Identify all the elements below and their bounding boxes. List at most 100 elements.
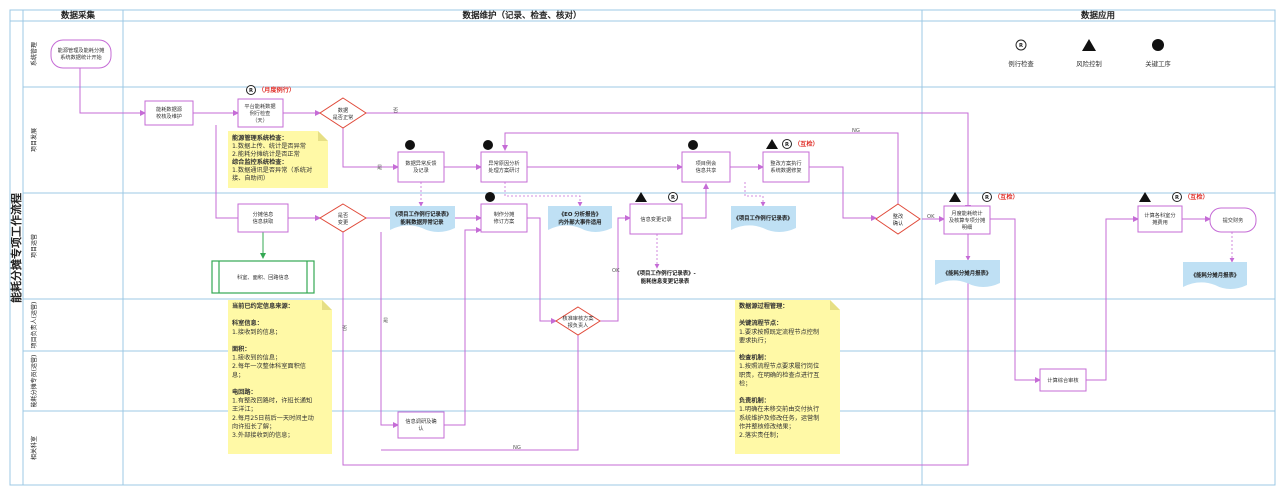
node-anomaly-a[interactable] (397, 151, 445, 183)
node-start[interactable] (50, 39, 112, 69)
node-platform-l1: 平台能耗数据 (244, 102, 275, 110)
tag-monthly: （月度例行） (258, 86, 295, 94)
doc-4-l2: 能耗信息变更记录表 (641, 277, 690, 285)
decision-rectify-ok-l2: 确认 (893, 219, 904, 227)
note-bottom-right (735, 300, 840, 454)
edge-label-no-2: 否 (342, 325, 347, 332)
note-line: 2.落实责任制； (739, 431, 782, 439)
note-line: 能源管理系统检查： (232, 134, 288, 142)
node-basic[interactable] (144, 100, 194, 126)
documents: 《项目工作例行记录表》 能耗数据异常记录 《EO 分析报告》 内外部大事件适用 … (390, 206, 1247, 289)
decision-changed-l2: 变更 (338, 218, 349, 226)
note-line: 1.数据上传、统计是否异常 (232, 142, 306, 150)
note-line: 电回路： (232, 388, 257, 396)
note-line: 接、自助间） (232, 174, 269, 182)
risk-icon (766, 139, 778, 149)
routine-glyph: R (1175, 195, 1179, 201)
routine-glyph: R (785, 142, 789, 148)
decision-changed[interactable] (319, 203, 367, 233)
node-platform[interactable] (237, 98, 284, 128)
note-line: 1.要求按照既定流程节点控制 (739, 328, 819, 336)
note-line: 1.按照流程节点要求履行岗位 (739, 362, 819, 370)
note-line: 检查机制： (739, 354, 770, 362)
routine-glyph: R (671, 195, 675, 201)
node-confirm-l2: 认 (418, 424, 424, 432)
note-line: 2.每月25日前后一天时间主动 (232, 414, 314, 422)
legend-key-label: 关键工序 (1145, 59, 1171, 68)
doc-3 (731, 206, 796, 232)
legend-routine-label: 例行检查 (1008, 59, 1034, 68)
doc-6-l1: 《能耗分摊月报表》 (1191, 271, 1240, 279)
decision-approve-l2: 报负责人 (568, 321, 589, 329)
doc-links (418, 182, 1235, 269)
lane-label-2: 项目运营 (30, 234, 38, 258)
node-review-l1: 计算综合审核 (1047, 376, 1078, 384)
decision-approve[interactable] (555, 306, 601, 336)
node-platform-l2: 例行检查 (250, 109, 271, 117)
doc-1-l2: 能耗数据异常记录 (400, 218, 444, 226)
decision-data-check-l2: 是否正常 (333, 113, 354, 121)
node-plan[interactable] (480, 203, 528, 233)
node-start-l2: 系统数据统计开始 (60, 53, 102, 61)
node-alloc-l1: 分摊信息 (253, 210, 274, 218)
node-confirm[interactable] (397, 411, 445, 439)
node-sync-l1: 项目例会 (696, 159, 717, 167)
node-plan-l2: 修订方案 (494, 217, 516, 225)
note-bottom-left-lines: 当前已约定信息来源：科室信息：1.接收到的信息；面积：1.接收到的信息；2.每年… (232, 302, 314, 439)
node-plan-l1: 制作分摊 (494, 210, 515, 218)
folder-label: 科室、面积、回路信息 (237, 273, 289, 281)
doc-2-l1: 《EO 分析报告》 (559, 210, 602, 218)
legend-routine-icon (1015, 39, 1027, 51)
lane-label-4: 能耗分摊专员(运营) (30, 355, 38, 408)
lane-label-0: 系统管理 (30, 42, 38, 66)
note-line: 要求执行； (739, 336, 770, 344)
decision-data-check[interactable] (319, 97, 367, 129)
node-platform-l3: （天） (252, 117, 268, 124)
note-line: 2.每年一次整体科室面积信 (232, 362, 306, 370)
node-alloc[interactable] (237, 203, 289, 233)
node-anomaly-b[interactable] (480, 151, 528, 183)
routine-icon (782, 139, 792, 149)
node-rectify-l2: 系统数据修复 (770, 166, 801, 174)
note-line: 综合监控系统检查： (232, 158, 288, 166)
doc-5 (935, 260, 1000, 287)
edge-label-yes-2: 是 (383, 317, 388, 324)
lane-label-5: 相关科室 (30, 436, 38, 460)
node-basic-l1: 能耗数据源 (156, 105, 183, 113)
lane-label-1: 项目发展 (30, 128, 38, 152)
note-line: 科室信息： (232, 319, 263, 327)
note-line: 当前已约定信息来源： (232, 302, 294, 310)
node-anomaly-b-l1: 异常原因分析 (488, 159, 519, 167)
doc-3-l1: 《项目工作例行记录表》 (733, 214, 792, 222)
node-record-l1: 信息变更记录 (640, 215, 671, 223)
doc-1 (390, 206, 455, 232)
node-basic-l2: 校核及维护 (156, 112, 182, 120)
node-monthly-adj[interactable] (943, 205, 991, 235)
routine-glyph: R (985, 195, 989, 201)
decision-data-check-l1: 数据 (338, 106, 348, 114)
node-anomaly-a-l1: 数据异常反馈 (405, 159, 436, 167)
node-submit[interactable] (1209, 207, 1257, 233)
node-sync[interactable] (681, 151, 731, 183)
note-line: 1.数据通讯是否异常（系统对 (232, 166, 312, 174)
note-line: 负责机制： (739, 397, 770, 405)
decision-rectify-ok[interactable] (875, 203, 921, 235)
legend-risk-label: 风险控制 (1076, 59, 1102, 68)
node-rectify[interactable] (762, 151, 810, 183)
note-line: 系统维护及修改任务，运营制 (739, 414, 819, 422)
node-alloc-l2: 信息获取 (253, 217, 275, 225)
node-calc[interactable] (1137, 205, 1183, 233)
node-calc-l2: 摊费用 (1152, 218, 1168, 226)
diagram-title: 能耗分摊专项工作流程 (9, 193, 23, 303)
decision-approve-l1: 核准审核方案 (562, 314, 594, 322)
node-review[interactable] (1039, 368, 1087, 392)
note-line: 检； (739, 379, 751, 387)
note-line: 数据源过程管理： (739, 302, 789, 310)
note-bottom-left (228, 300, 332, 454)
note-line: 1.接收到的信息； (232, 328, 281, 336)
node-monthly-adj-l1: 月度能耗统计 (951, 209, 982, 217)
node-record[interactable] (629, 203, 683, 235)
note-line: 1.有整改回路时，许班长通知 (232, 397, 312, 405)
risk-icon (635, 192, 647, 202)
note-line: 职责，在明确的检查点进行互 (739, 371, 819, 379)
